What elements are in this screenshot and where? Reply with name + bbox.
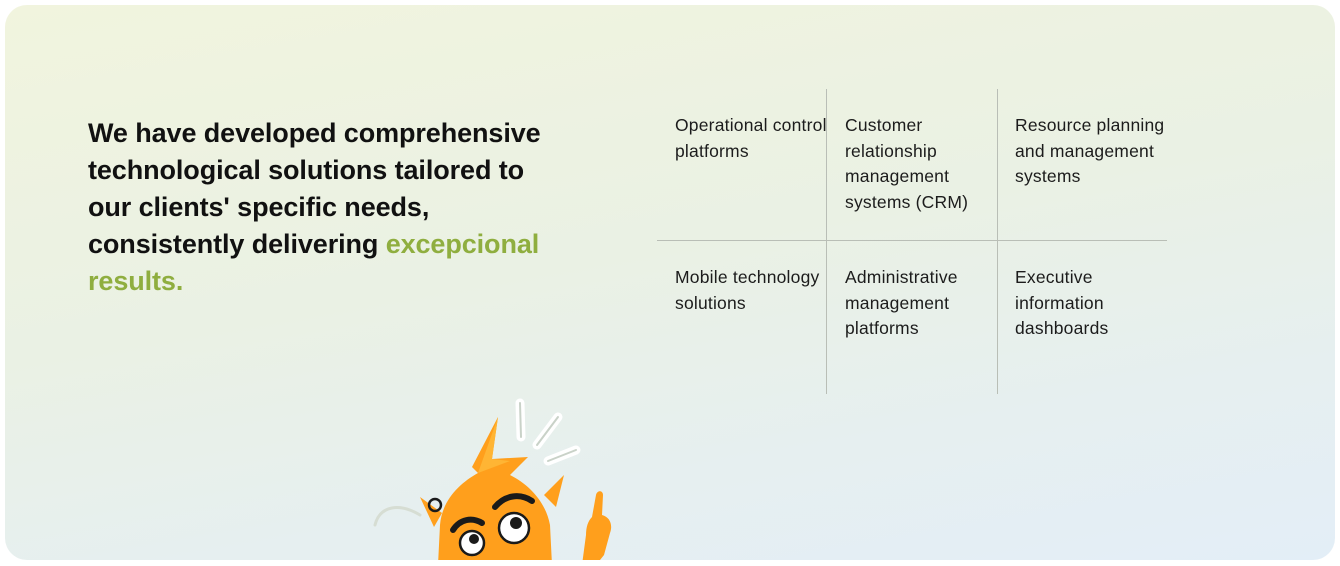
- service-label: Customer relationship management systems…: [845, 115, 969, 212]
- service-item-operational-control: Operational control platforms: [657, 89, 827, 241]
- service-label: Executive information dashboards: [1015, 267, 1109, 338]
- service-label: Operational control platforms: [675, 115, 827, 161]
- grid-divider-vertical-1: [826, 89, 827, 394]
- service-label: Resource planning and management systems: [1015, 115, 1165, 186]
- mascot-icon: [373, 398, 612, 560]
- service-item-crm: Customer relationship management systems…: [827, 89, 997, 241]
- headline-text: We have developed comprehensive technolo…: [88, 118, 541, 259]
- headline-accent: excepcional results.: [88, 229, 540, 296]
- service-item-resource-planning: Resource planning and management systems: [997, 89, 1167, 241]
- service-label: Mobile technology solutions: [675, 267, 820, 313]
- service-item-executive-dashboards: Executive information dashboards: [997, 241, 1167, 393]
- grid-divider-vertical-2: [997, 89, 998, 394]
- service-item-mobile-technology: Mobile technology solutions: [657, 241, 827, 393]
- services-grid: Operational control platforms Customer r…: [657, 89, 1167, 394]
- hero-card: We have developed comprehensive technolo…: [5, 5, 1335, 560]
- service-label: Administrative management platforms: [845, 267, 958, 338]
- headline: We have developed comprehensive technolo…: [88, 115, 548, 300]
- service-item-administrative-management: Administrative management platforms: [827, 241, 997, 393]
- grid-divider-horizontal: [657, 240, 1167, 241]
